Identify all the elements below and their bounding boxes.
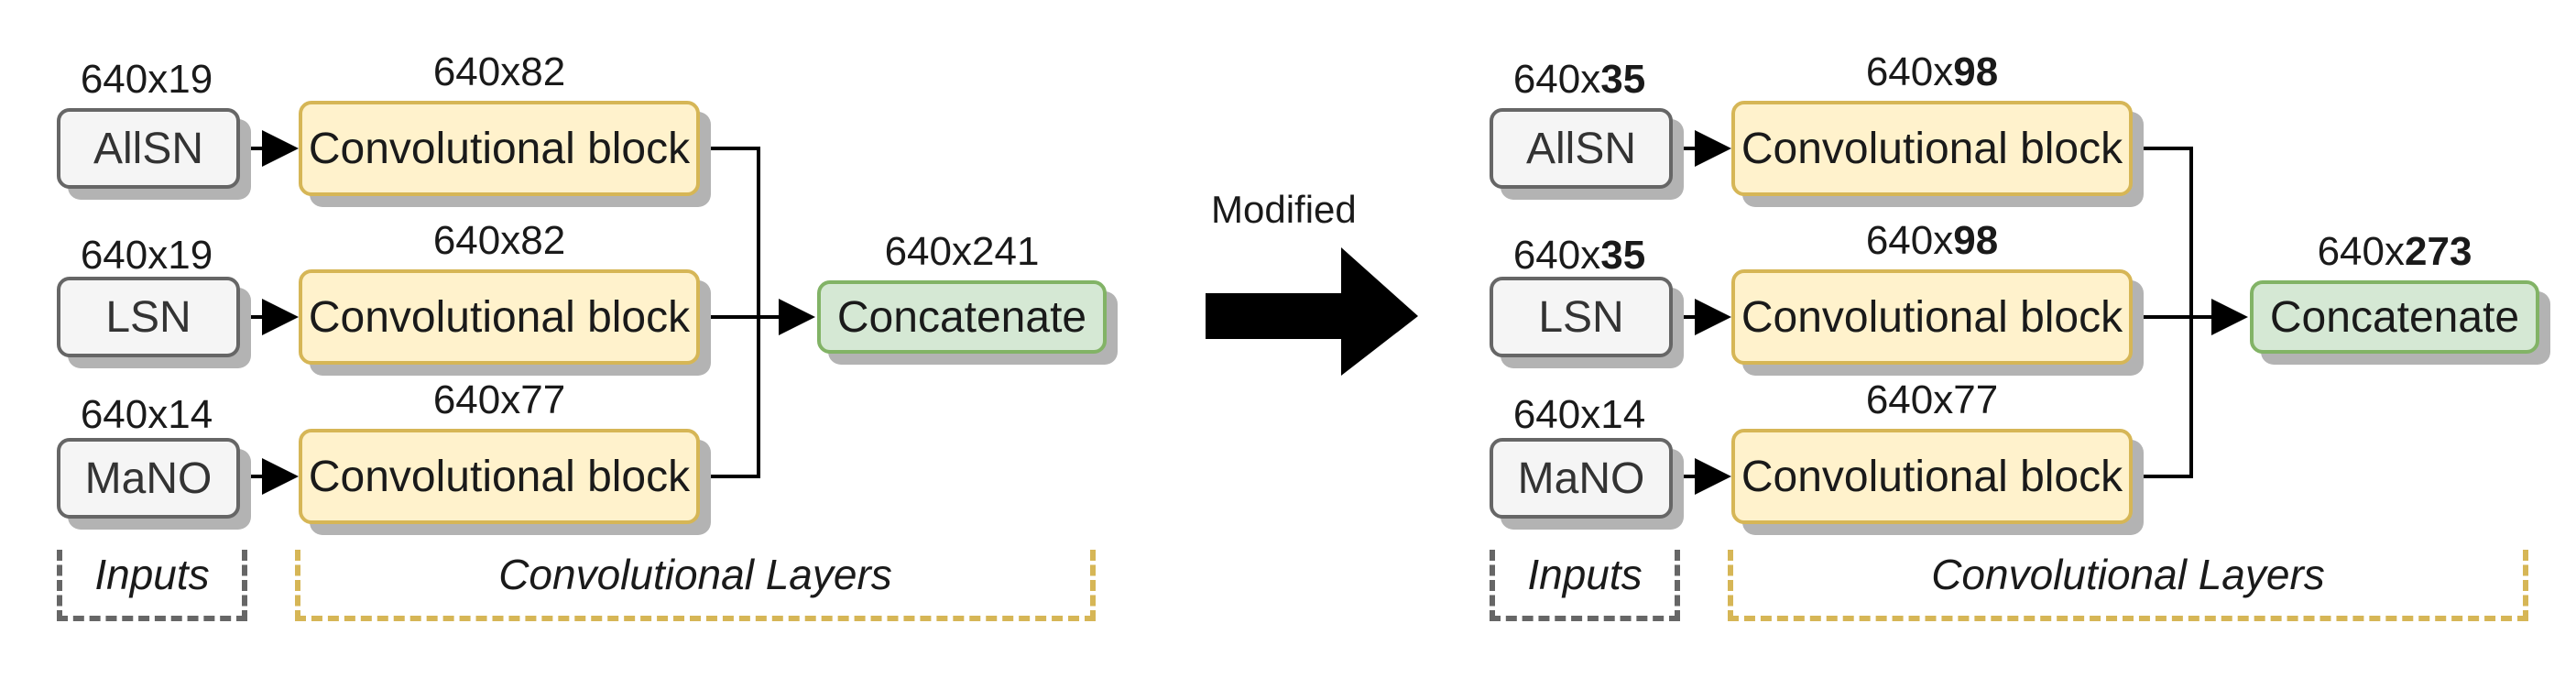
input-mano: MaNO	[57, 438, 240, 519]
input-allsn: AllSN	[1490, 108, 1673, 189]
input-dim-1: 640x35	[1512, 57, 1646, 102]
input-mano: MaNO	[1490, 438, 1673, 519]
input-lsn: LSN	[1490, 277, 1673, 357]
concat-dim: 640x241	[884, 229, 1040, 274]
original-architecture: 640x19 AllSN 640x19 LSN 640x14 MaNO 640x…	[37, 0, 1154, 678]
concat-dim: 640x273	[2317, 229, 2472, 274]
input-allsn: AllSN	[57, 108, 240, 189]
conv-layers-group: Convolutional Layers	[1728, 550, 2528, 621]
wire-conv-1	[2133, 147, 2193, 317]
conv-layers-group: Convolutional Layers	[295, 550, 1096, 621]
conv-dim-1: 640x98	[1865, 49, 1999, 94]
modified-arrow-icon	[1206, 247, 1418, 376]
conv-block-2: Convolutional block	[1731, 269, 2133, 365]
input-dim-3: 640x14	[80, 392, 213, 437]
wire-conv-1	[700, 147, 760, 317]
input-dim-2: 640x19	[80, 233, 213, 278]
input-dim-3: 640x14	[1512, 392, 1646, 437]
concatenate-node: Concatenate	[817, 280, 1107, 354]
input-dim-1: 640x19	[80, 57, 213, 102]
wire-conv-3	[2133, 317, 2193, 478]
conv-dim-2: 640x82	[432, 218, 566, 263]
input-dim-2: 640x35	[1512, 233, 1646, 278]
inputs-group: Inputs	[57, 550, 247, 621]
modified-label: Modified	[1211, 188, 1357, 231]
inputs-group: Inputs	[1490, 550, 1680, 621]
conv-dim-3: 640x77	[1865, 377, 1999, 422]
connector-lines	[1676, 130, 2248, 495]
wire-conv-3	[700, 317, 760, 478]
connector-lines	[244, 130, 815, 495]
concatenate-node: Concatenate	[2250, 280, 2539, 354]
conv-dim-2: 640x98	[1865, 218, 1999, 263]
input-lsn: LSN	[57, 277, 240, 357]
conv-block-3: Convolutional block	[299, 429, 700, 524]
conv-block-1: Convolutional block	[299, 101, 700, 196]
conv-block-2: Convolutional block	[299, 269, 700, 365]
modified-architecture: 640x35 AllSN 640x35 LSN 640x14 MaNO 640x…	[1469, 0, 2576, 678]
conv-dim-1: 640x82	[432, 49, 566, 94]
conv-block-1: Convolutional block	[1731, 101, 2133, 196]
conv-block-3: Convolutional block	[1731, 429, 2133, 524]
conv-dim-3: 640x77	[432, 377, 566, 422]
